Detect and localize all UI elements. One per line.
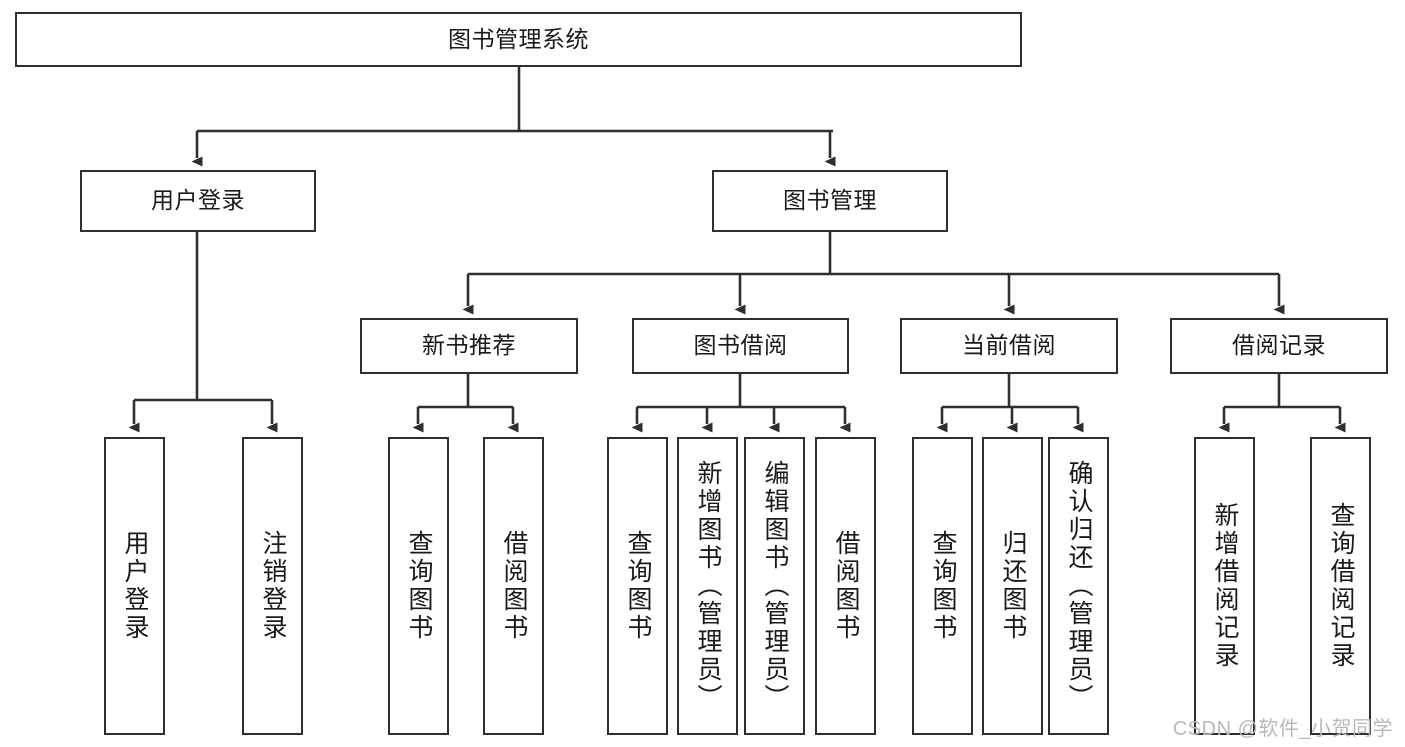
node-user-login[interactable]: 用户登录 <box>80 170 316 232</box>
leaf-query-book-current-label: 查询图书 <box>929 530 957 642</box>
leaf-edit-book-admin-label: 编辑图书（管理员） <box>761 460 789 712</box>
node-current-borrow-label: 当前借阅 <box>962 332 1056 359</box>
leaf-confirm-return-admin[interactable]: 确认归还（管理员） <box>1048 437 1109 735</box>
node-book-management[interactable]: 图书管理 <box>712 170 948 232</box>
leaf-logout-label: 注销登录 <box>259 530 287 642</box>
leaf-add-borrow-record-label: 新增借阅记录 <box>1211 502 1239 670</box>
node-current-borrow[interactable]: 当前借阅 <box>900 318 1118 374</box>
leaf-return-book-label: 归还图书 <box>999 530 1027 642</box>
leaf-borrow-book[interactable]: 借阅图书 <box>815 437 876 735</box>
leaf-query-book-recommend[interactable]: 查询图书 <box>388 437 449 735</box>
leaf-add-book-admin-label: 新增图书（管理员） <box>694 460 722 712</box>
leaf-query-book-borrow[interactable]: 查询图书 <box>607 437 668 735</box>
node-book-management-label: 图书管理 <box>783 187 877 214</box>
leaf-add-borrow-record[interactable]: 新增借阅记录 <box>1194 437 1255 735</box>
leaf-query-borrow-record-label: 查询借阅记录 <box>1327 502 1355 670</box>
node-book-borrow[interactable]: 图书借阅 <box>632 318 849 374</box>
leaf-borrow-book-label: 借阅图书 <box>832 530 860 642</box>
node-borrow-record[interactable]: 借阅记录 <box>1170 318 1388 374</box>
node-new-book-recommend[interactable]: 新书推荐 <box>360 318 578 374</box>
node-new-book-recommend-label: 新书推荐 <box>422 332 516 359</box>
csdn-watermark: CSDN @软件_小贺同学 <box>1172 718 1393 740</box>
leaf-query-book-recommend-label: 查询图书 <box>405 530 433 642</box>
leaf-query-book-borrow-label: 查询图书 <box>624 530 652 642</box>
leaf-add-book-admin[interactable]: 新增图书（管理员） <box>677 437 738 735</box>
leaf-edit-book-admin[interactable]: 编辑图书（管理员） <box>744 437 805 735</box>
node-book-borrow-label: 图书借阅 <box>693 332 788 359</box>
leaf-query-borrow-record[interactable]: 查询借阅记录 <box>1310 437 1371 735</box>
leaf-borrow-book-recommend-label: 借阅图书 <box>500 530 528 642</box>
node-borrow-record-label: 借阅记录 <box>1232 332 1326 359</box>
node-user-login-label: 用户登录 <box>151 187 245 214</box>
leaf-confirm-return-admin-label: 确认归还（管理员） <box>1065 460 1093 712</box>
leaf-user-login[interactable]: 用户登录 <box>104 437 165 735</box>
leaf-user-login-label: 用户登录 <box>121 530 149 642</box>
node-root[interactable]: 图书管理系统 <box>15 12 1022 67</box>
node-root-label: 图书管理系统 <box>448 25 589 52</box>
leaf-return-book[interactable]: 归还图书 <box>982 437 1043 735</box>
leaf-logout[interactable]: 注销登录 <box>242 437 303 735</box>
leaf-query-book-current[interactable]: 查询图书 <box>912 437 973 735</box>
leaf-borrow-book-recommend[interactable]: 借阅图书 <box>483 437 544 735</box>
